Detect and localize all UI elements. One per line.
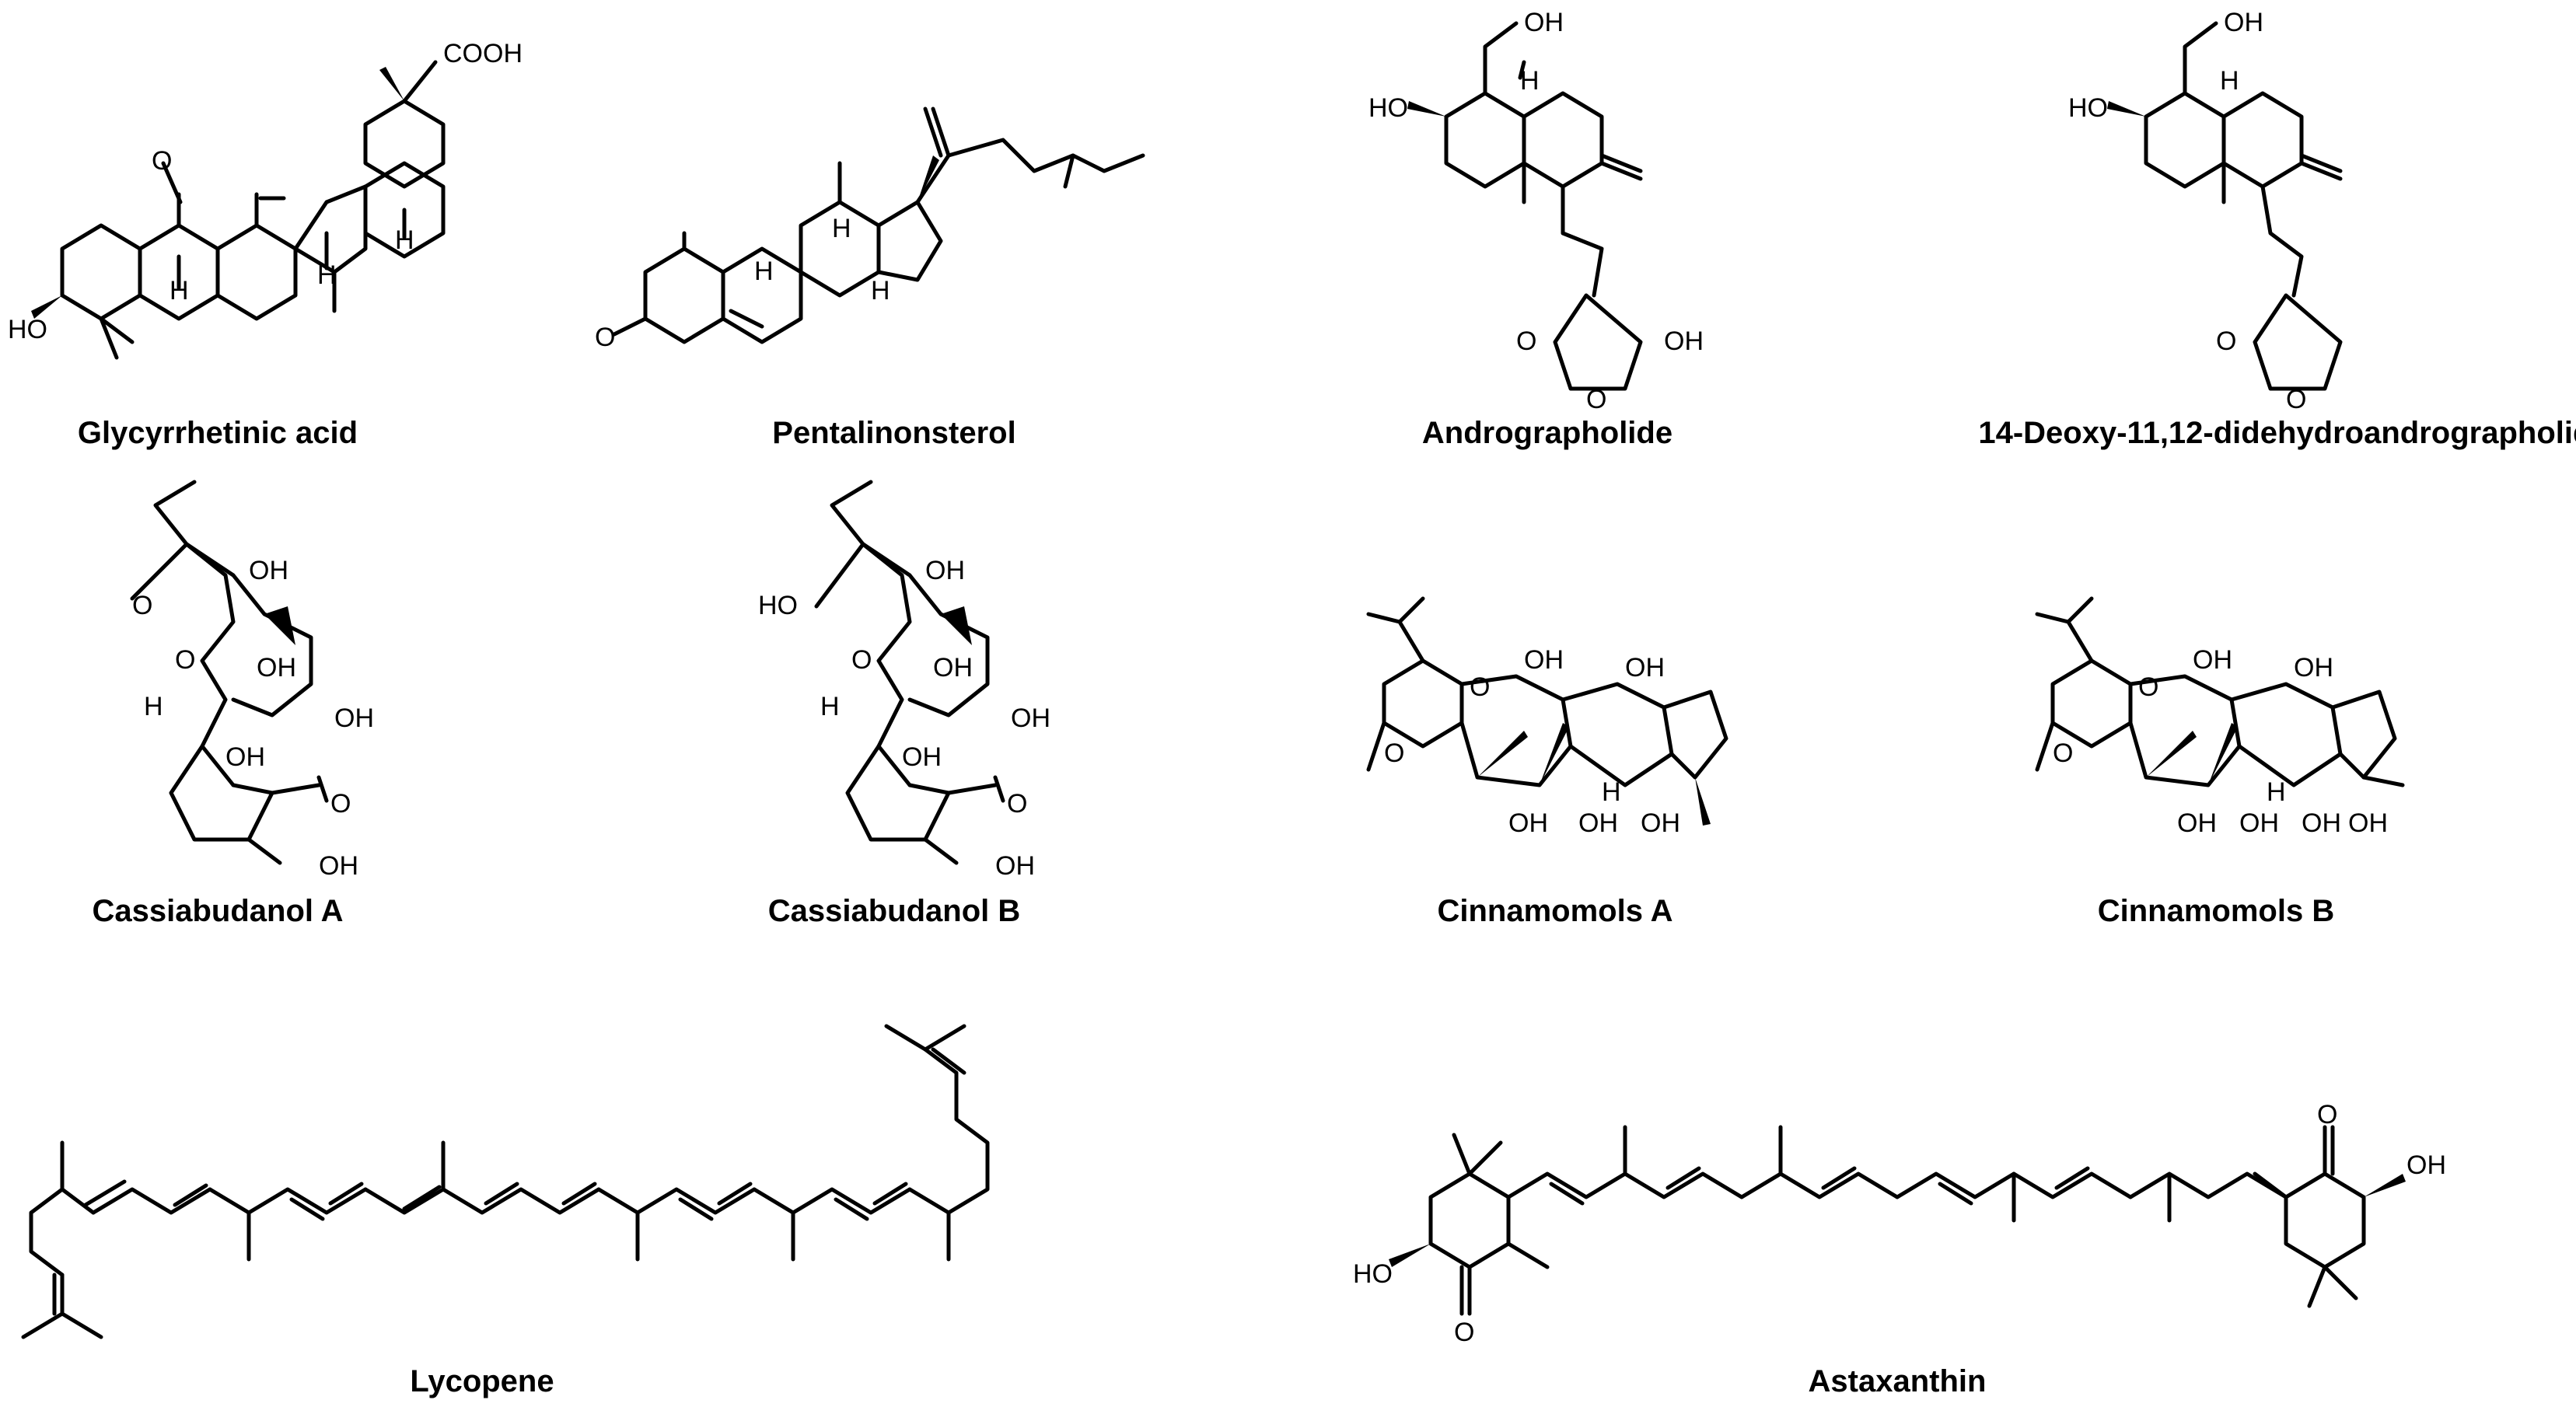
atom-oh: OH: [1641, 808, 1680, 838]
atom-oh: OH: [1508, 808, 1548, 838]
structure-andrographolide: OH HO H O O OH Andrographolide: [1368, 8, 1704, 450]
atom-ho: HO: [758, 591, 798, 620]
atom-keto-o: O: [1007, 789, 1027, 819]
atom-ch2oh: OH: [2224, 8, 2263, 37]
atom-keto-o: O: [1454, 1318, 1474, 1347]
structure-astaxanthin: HO O O OH Astaxanthin: [1353, 1100, 2446, 1398]
atom-oh: OH: [225, 742, 265, 772]
structure-pentalinonsterol: O H H H Pentalinonsterol: [595, 106, 1145, 450]
atom-h: H: [1520, 66, 1540, 96]
atom-ho: HO: [2068, 93, 2108, 123]
atom-h: H: [170, 276, 189, 305]
atom-lactone-o: O: [2286, 385, 2306, 414]
atom-h: H: [395, 225, 414, 255]
atom-keto-o: O: [2317, 1100, 2337, 1129]
atom-oh: OH: [1524, 645, 1564, 675]
atom-ring-oh: OH: [1664, 326, 1704, 356]
caption-andrographolide: Andrographolide: [1422, 416, 1672, 450]
atom-h: H: [832, 214, 851, 243]
caption-14-deoxy-andrographolide: 14-Deoxy-11,12-didehydroandrographolide: [1978, 416, 2576, 450]
atom-oh: OH: [1578, 808, 1618, 838]
caption-cinnamomols-a: Cinnamomols A: [1438, 894, 1673, 928]
caption-cinnamomols-b: Cinnamomols B: [2098, 894, 2334, 928]
atom-ch2oh: OH: [1524, 8, 1564, 37]
atom-oh: OH: [2294, 653, 2333, 683]
atom-h: H: [2267, 777, 2286, 807]
atom-oh: OH: [995, 851, 1035, 881]
atom-keto-o: O: [330, 789, 351, 819]
atom-oh: OH: [2177, 808, 2217, 838]
atom-oh: OH: [2302, 808, 2341, 838]
atom-oh: OH: [1011, 704, 1050, 733]
structure-14-deoxy-andrographolide: OH HO H O O 14-Deoxy-11,12-didehydroandr…: [1978, 8, 2576, 450]
structure-cassiabudanol-a: OH O O OH OH OH H O OH Cassiabudanol A: [92, 480, 374, 928]
structure-cassiabudanol-b: OH HO O OH OH OH H O OH Cassiabudanol B: [758, 480, 1050, 928]
atom-oh: OH: [2193, 645, 2232, 675]
atom-o: O: [2138, 672, 2158, 702]
atom-o: O: [2053, 738, 2073, 768]
atom-cooh: COOH: [443, 39, 523, 68]
atom-o: O: [1384, 738, 1404, 768]
atom-keto-o: O: [595, 323, 615, 352]
atom-h: H: [820, 692, 840, 721]
atom-o: O: [1470, 672, 1490, 702]
atom-h: H: [317, 260, 337, 290]
atom-ring-o: O: [851, 645, 872, 675]
atom-h: H: [2220, 66, 2239, 96]
atom-oh: OH: [334, 704, 374, 733]
atom-oh: OH: [902, 742, 942, 772]
atom-carbonyl-o: O: [1516, 326, 1536, 356]
structure-lycopene: Lycopene: [21, 1024, 990, 1398]
atom-oh: OH: [2239, 808, 2279, 838]
atom-oh: OH: [257, 653, 296, 683]
caption-glycyrrhetinic-acid: Glycyrrhetinic acid: [78, 416, 358, 450]
structure-cinnamomols-a: OH OH O O OH OH OH H Cinnamomols A: [1366, 596, 1728, 928]
atom-oh: OH: [925, 556, 965, 585]
atom-ho: HO: [8, 315, 47, 344]
structure-glycyrrhetinic-acid: COOH O HO H H H Glycyrrhetinic acid: [8, 39, 523, 450]
atom-ho: HO: [1368, 93, 1408, 123]
atom-oh: OH: [2348, 808, 2388, 838]
atom-h: H: [754, 257, 774, 286]
caption-astaxanthin: Astaxanthin: [1809, 1364, 1987, 1398]
atom-oh: OH: [249, 556, 288, 585]
atom-h: H: [144, 692, 163, 721]
atom-ho: HO: [1353, 1259, 1393, 1289]
atom-ome: O: [132, 591, 152, 620]
atom-ring-o: O: [175, 645, 195, 675]
caption-cassiabudanol-a: Cassiabudanol A: [92, 894, 343, 928]
structure-cinnamomols-b: OH OH O O OH OH OH OH H Cinnamomols B: [2035, 596, 2405, 928]
caption-lycopene: Lycopene: [410, 1364, 554, 1398]
atom-h: H: [871, 276, 890, 305]
atom-oh: OH: [1625, 653, 1665, 683]
atom-carbonyl-o: O: [2216, 326, 2236, 356]
atom-keto-o: O: [152, 146, 172, 176]
atom-oh: OH: [933, 653, 973, 683]
caption-pentalinonsterol: Pentalinonsterol: [772, 416, 1015, 450]
atom-h: H: [1602, 777, 1621, 807]
atom-lactone-o: O: [1586, 385, 1606, 414]
caption-cassiabudanol-b: Cassiabudanol B: [768, 894, 1021, 928]
atom-oh: OH: [2406, 1150, 2446, 1180]
atom-oh: OH: [319, 851, 358, 881]
